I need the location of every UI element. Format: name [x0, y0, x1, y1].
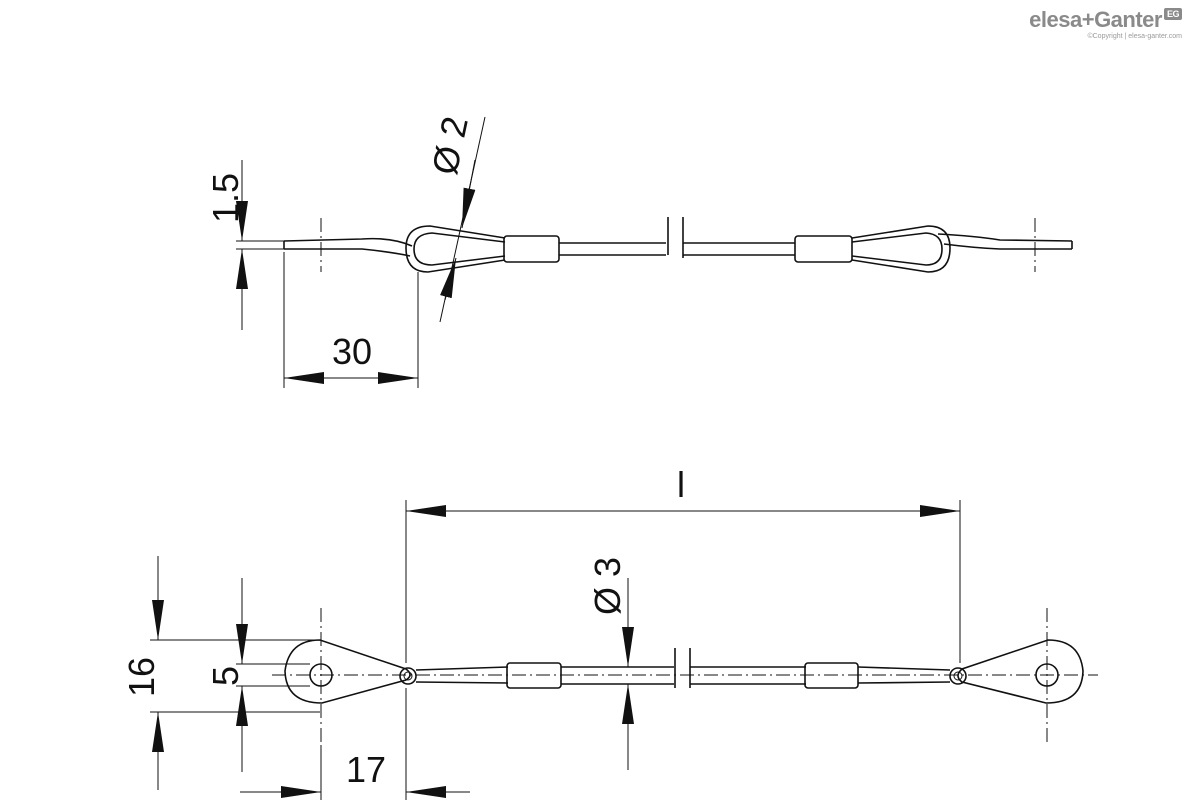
logo-brand-text: elesa+Ganter	[1029, 7, 1162, 32]
top-ring-left	[284, 639, 411, 704]
logo-copyright: ©Copyright | elesa-ganter.com	[1087, 33, 1182, 40]
dim-hole-diameter-label: 5	[205, 666, 246, 686]
dim-length-label: l	[677, 464, 685, 505]
side-loop-right-inner	[851, 232, 943, 266]
dim-wire-arrow-top	[461, 159, 476, 229]
side-cable-left-lower	[284, 248, 411, 257]
side-cable-right-lower	[943, 243, 1072, 250]
side-cable-left-upper	[283, 237, 413, 247]
top-cable-right-upper	[857, 666, 951, 671]
dim-ring-width-label: 16	[121, 657, 162, 697]
dim-offset-label: 17	[346, 749, 386, 790]
side-loop-left-outer	[405, 225, 506, 273]
side-loop-right-outer	[851, 225, 951, 273]
dim-wire-arrow-bottom	[440, 257, 457, 301]
side-crimp-left	[503, 235, 560, 263]
side-view: 1.5 Ø 2 30	[205, 113, 1073, 388]
top-cable-right-lower	[857, 681, 951, 684]
top-view: l 16 5 Ø 3 17	[121, 464, 1098, 800]
dim-cable-diameter-label: Ø 3	[587, 557, 628, 615]
side-cable-right-upper	[937, 233, 1073, 242]
top-ring-right-rivet-inner	[953, 671, 963, 681]
top-ring-left-rivet-inner	[403, 671, 413, 681]
top-cable-left-upper	[415, 666, 509, 671]
side-loop-left-inner	[413, 232, 506, 266]
dim-thickness-label: 1.5	[205, 173, 246, 223]
dim-wire-diameter-label: Ø 2	[424, 113, 476, 178]
top-cable-left-lower	[415, 681, 509, 684]
side-crimp-right	[794, 235, 853, 263]
logo-badge: EG	[1163, 8, 1182, 20]
dim-loop-length-label: 30	[332, 331, 372, 372]
top-ring-right-rivet	[949, 667, 967, 685]
top-ring-right	[957, 639, 1084, 704]
top-ring-left-rivet	[399, 667, 417, 685]
